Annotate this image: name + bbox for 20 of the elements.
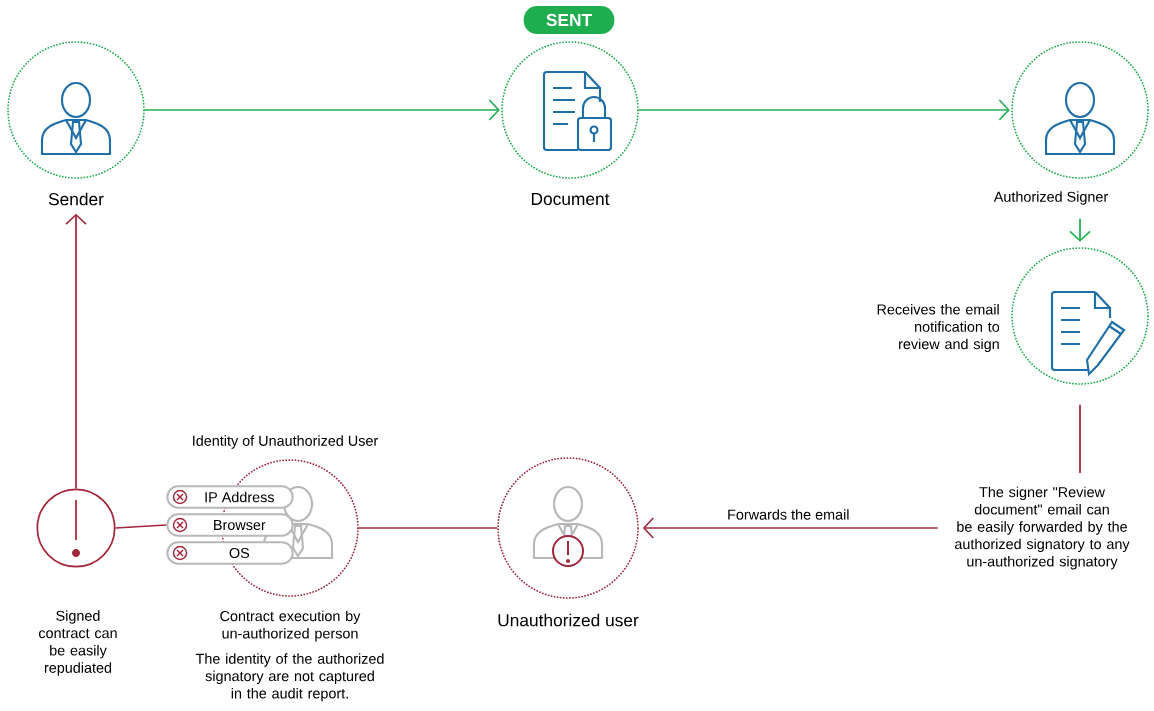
node-note: The identity of the authorized signatory are not captured in the audit report.	[195, 653, 384, 702]
connector-line	[358, 527, 498, 529]
connector-line	[114, 524, 168, 529]
note-text: The signer "Review document" email can be easily forwarded by the authorized signatory to any un-authorized signatory	[954, 486, 1130, 570]
node-label: Authorized Signer	[993, 191, 1108, 205]
node-label: Document	[531, 192, 610, 206]
side-note: Receives the email notification to review and sign	[877, 303, 1000, 353]
arrow	[642, 517, 939, 539]
node-caption: Contract execution by un-authorized person	[220, 610, 361, 642]
connector-line	[1079, 404, 1081, 474]
arrow	[65, 213, 87, 490]
node-label: Sender	[48, 192, 104, 206]
node-label: Unauthorized user	[498, 613, 639, 627]
node-caption: Signed contract can be easily repudiated	[39, 610, 117, 676]
arrow	[1069, 218, 1091, 242]
edge-label: Forwards the email	[725, 507, 851, 522]
arrow	[144, 99, 500, 121]
node-heading: Identity of Unauthorized User	[193, 435, 378, 449]
status-badge: SENT	[523, 6, 615, 34]
arrow	[638, 99, 1010, 121]
